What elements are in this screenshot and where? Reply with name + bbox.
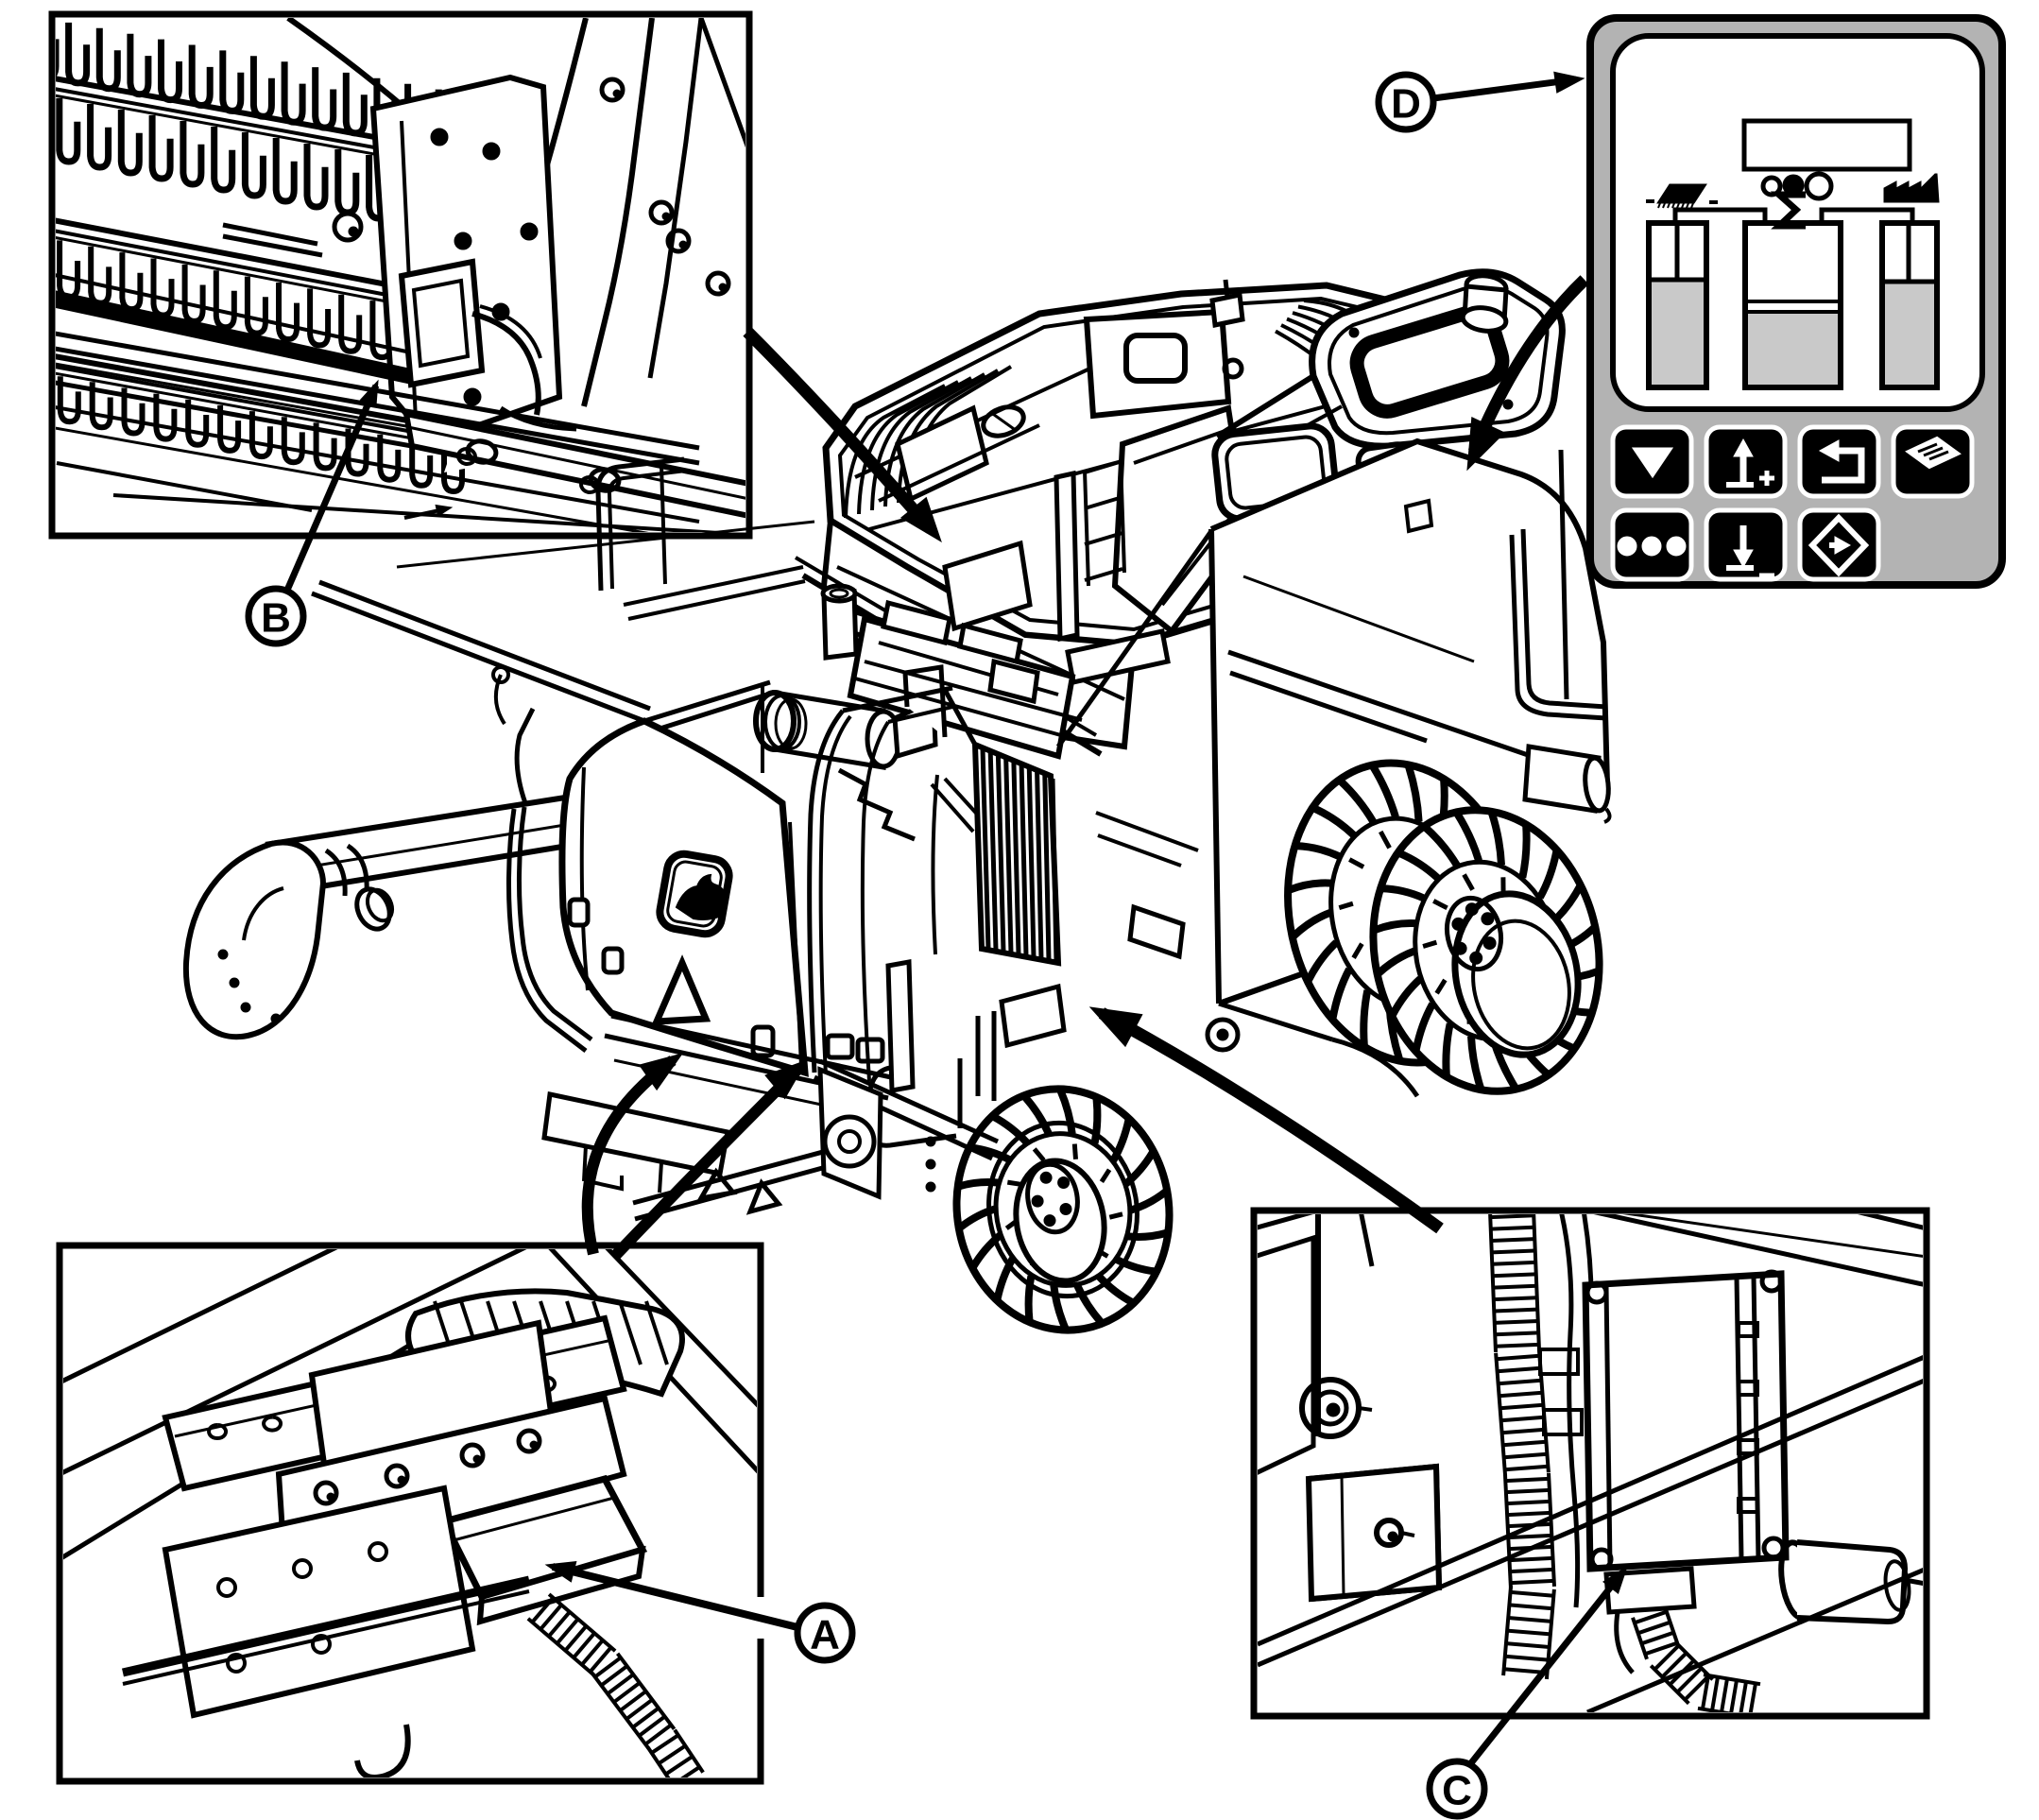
svg-text:D: D bbox=[1391, 81, 1421, 128]
svg-text:B: B bbox=[261, 595, 291, 642]
svg-text:C: C bbox=[1442, 1768, 1472, 1814]
svg-text:A: A bbox=[810, 1612, 840, 1658]
